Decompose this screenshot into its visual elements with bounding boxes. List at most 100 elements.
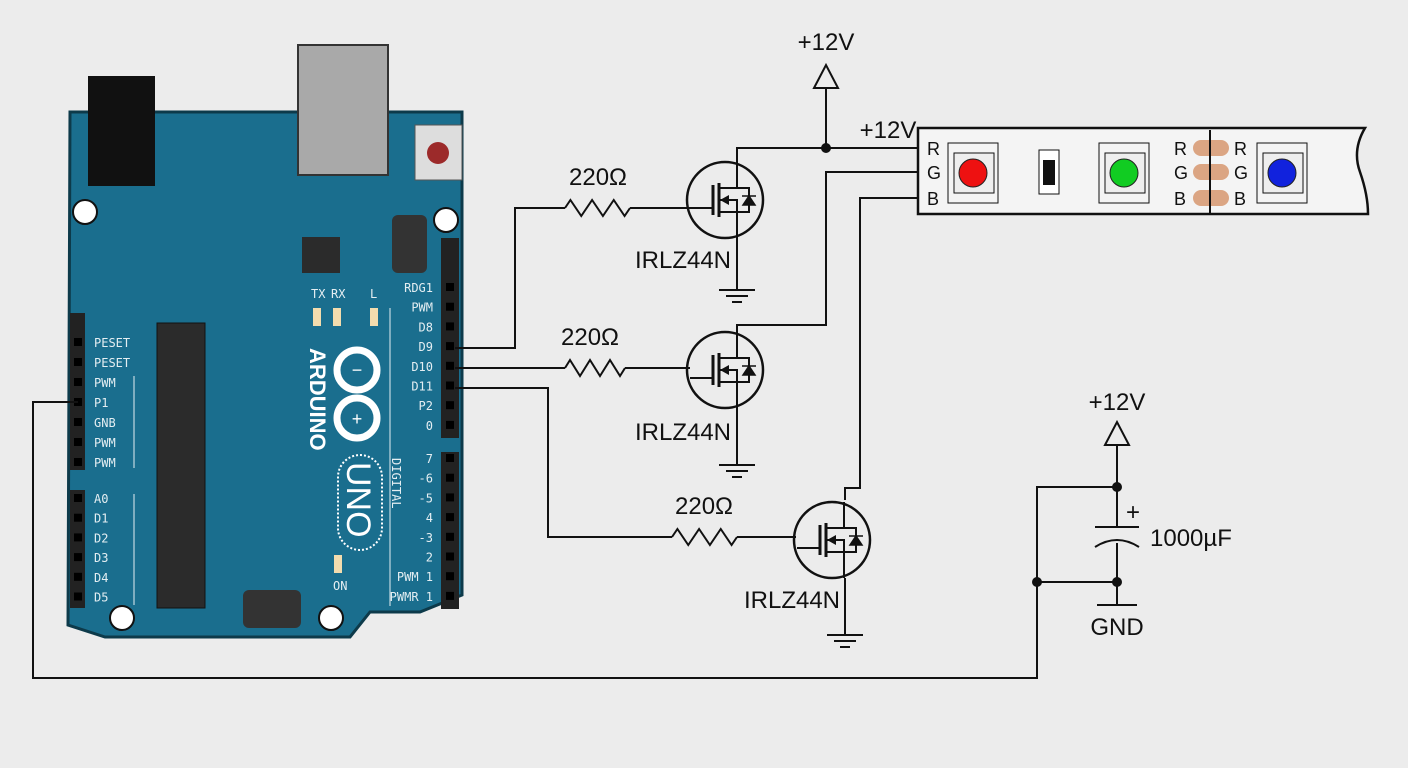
mount-hole [318, 605, 344, 631]
strip-pad-label: G [927, 163, 941, 183]
ground-icon [719, 464, 755, 478]
pin-label: 7 [426, 452, 433, 466]
arduino-logo: − + [333, 346, 381, 442]
ground-icon [719, 289, 755, 303]
usb-chip [302, 237, 340, 273]
board-pcb [66, 110, 464, 639]
header-pin[interactable] [446, 283, 454, 291]
rgb-led [947, 142, 999, 204]
header-pin[interactable] [74, 358, 82, 366]
right-header-upper [441, 238, 459, 438]
right-header-lower [441, 452, 459, 609]
header-pin[interactable] [446, 322, 454, 331]
resistor-1 [564, 198, 631, 218]
strip-pad-label: B [927, 189, 939, 209]
header-pin[interactable] [446, 381, 454, 390]
pin-label: A0 [94, 492, 108, 506]
resistor-2 [564, 358, 626, 378]
rgb-led [1098, 142, 1150, 204]
mosfet-part: IRLZ44N [635, 419, 731, 446]
pin-label: PWMR 1 [390, 590, 433, 604]
header-pin[interactable] [446, 552, 454, 561]
header-pin[interactable] [446, 342, 454, 351]
wire-12v-strip [736, 147, 918, 162]
pin-label: PWM [411, 301, 433, 315]
header-pin[interactable] [446, 532, 454, 541]
cap-supply-label: +12V [1089, 389, 1146, 416]
header-pin[interactable] [74, 592, 82, 601]
header-pin[interactable] [74, 572, 82, 581]
pin-label: -6 [419, 472, 433, 486]
mount-hole [433, 207, 459, 233]
resistor-value: 220Ω [569, 164, 627, 191]
junction [1032, 577, 1042, 587]
header-pin[interactable] [74, 458, 82, 466]
mosfet-3 [792, 500, 872, 580]
mosfet-2 [685, 330, 765, 410]
cut-label-left: B [1174, 189, 1186, 209]
pin-label: D3 [94, 551, 108, 565]
header-pin[interactable] [446, 473, 454, 482]
mount-hole [72, 199, 98, 225]
tx-led [313, 308, 321, 326]
header-pin[interactable] [74, 438, 82, 446]
mosfet-part: IRLZ44N [635, 247, 731, 274]
rgb-led [1256, 142, 1308, 204]
pin-label: 2 [426, 551, 433, 565]
icsp-header [392, 215, 427, 273]
header-pin[interactable] [74, 494, 82, 502]
header-pin[interactable] [74, 418, 82, 426]
pin-label: PWM [94, 456, 116, 470]
gnd-label: GND [1090, 614, 1143, 641]
header-pin[interactable] [74, 513, 82, 522]
pin-label: 4 [426, 511, 433, 525]
header-pin[interactable] [446, 420, 454, 429]
icsp-header-bottom [243, 590, 301, 628]
header-pin[interactable] [446, 302, 454, 311]
header-pin[interactable] [446, 361, 454, 370]
header-pin[interactable] [446, 591, 454, 600]
supply-arrow-icon [1103, 419, 1131, 446]
junction [1112, 482, 1122, 492]
l-led [370, 308, 378, 326]
pin-label: PESET [94, 356, 130, 370]
wire-ground-return [32, 401, 1117, 679]
pin-label: RDG1 [404, 281, 433, 295]
pin-label: D8 [419, 320, 433, 334]
pin-label: PWM [94, 376, 116, 390]
mount-hole [109, 605, 135, 631]
pin-label: -5 [419, 491, 433, 505]
pin-label: D5 [94, 591, 108, 605]
mosfet-part: IRLZ44N [744, 587, 840, 614]
left-header-upper [70, 313, 85, 470]
pin-label: D2 [94, 531, 108, 545]
header-pin[interactable] [74, 338, 82, 346]
cut-label-left: G [1174, 163, 1188, 183]
reset-button-cap[interactable] [427, 142, 449, 164]
supply-arrow-icon [812, 62, 840, 89]
header-pin[interactable] [446, 513, 454, 522]
svg-text:−: − [352, 360, 363, 380]
pin-label: -3 [419, 531, 433, 545]
header-pin[interactable] [446, 401, 454, 410]
header-pin[interactable] [446, 454, 454, 462]
header-pin[interactable] [446, 493, 454, 502]
cap-value: 1000µF [1150, 525, 1232, 552]
l-label: L [370, 287, 377, 301]
junction [821, 143, 831, 153]
header-pin[interactable] [74, 553, 82, 562]
pin-label: D9 [419, 340, 433, 354]
pin-label: GNB [94, 416, 116, 430]
capacitor: + 1000µF GND [1090, 499, 1232, 641]
header-pin[interactable] [74, 533, 82, 542]
cut-label-right: R [1234, 139, 1247, 159]
header-pin[interactable] [74, 378, 82, 386]
supply-label: +12V [798, 29, 855, 56]
resistor-value: 220Ω [675, 493, 733, 520]
strip-supply-label: +12V [860, 117, 917, 144]
mosfet-1 [685, 160, 765, 240]
resistor-value: 220Ω [561, 324, 619, 351]
header-pin[interactable] [446, 572, 454, 581]
